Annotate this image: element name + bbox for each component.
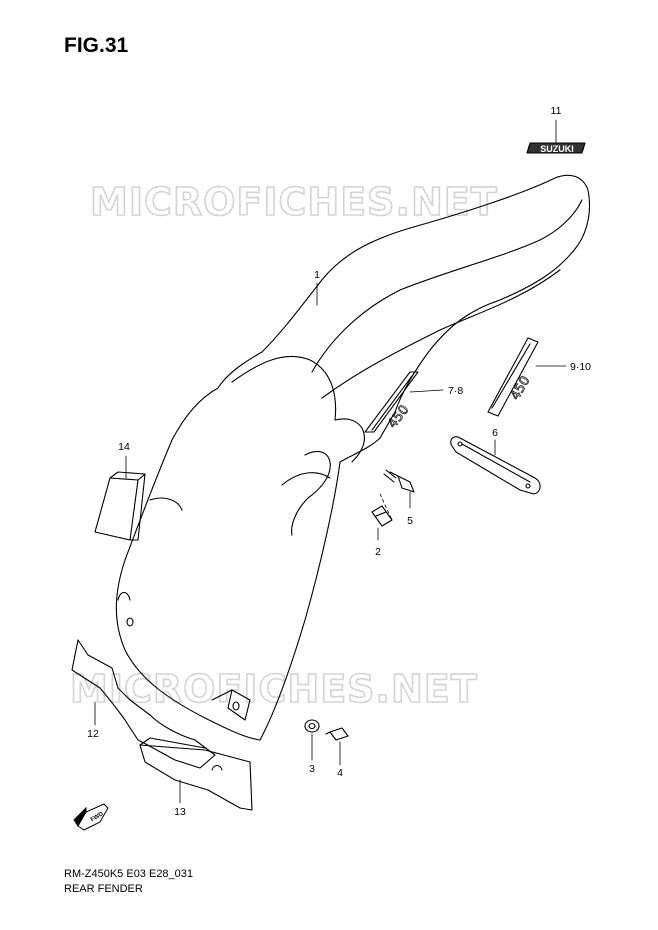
suzuki-emblem-part: SUZUKI — [526, 142, 586, 154]
callout-4: 4 — [337, 767, 343, 779]
callout-12: 12 — [87, 728, 99, 740]
rear-fender-part — [115, 174, 591, 741]
clip-2-part — [371, 505, 393, 527]
washer-3-part — [304, 719, 320, 733]
side-panel-14-part — [94, 471, 146, 541]
callout-13: 13 — [174, 806, 186, 818]
lower-flap-12-part — [71, 639, 216, 769]
watermark-bottom: MICROFICHES.NET — [70, 667, 478, 711]
callout-11: 11 — [551, 105, 562, 117]
callout-14: 14 — [118, 441, 130, 453]
callout-3: 3 — [309, 763, 315, 775]
callout-1: 1 — [314, 269, 320, 281]
callout-7-8: 7·8 — [448, 385, 463, 397]
watermark-top: MICROFICHES.NET — [90, 180, 498, 224]
figure-title: FIG.31 — [64, 34, 129, 57]
suzuki-emblem-text: SUZUKI — [540, 144, 574, 154]
callout-2: 2 — [375, 546, 381, 558]
callouts: 1 2 3 4 5 6 7·8 9·10 11 12 13 14 — [87, 105, 591, 818]
callout-5: 5 — [407, 515, 413, 527]
bolt-4-part — [325, 727, 349, 741]
diagram-name: REAR FENDER — [64, 883, 143, 895]
callout-9-10: 9·10 — [570, 361, 591, 373]
bolt-5-part — [383, 469, 415, 493]
model-badge-part: 450 — [487, 337, 539, 417]
bracket-part — [450, 436, 541, 495]
model-badge-text: 450 — [508, 374, 533, 403]
diagram-code: RM-Z450K5 E03 E28_031 — [64, 868, 194, 880]
mud-flap-13-part — [139, 737, 253, 811]
callout-6: 6 — [492, 427, 498, 439]
fwd-arrow-icon: FWD — [73, 803, 109, 831]
leader-lines — [94, 119, 567, 804]
